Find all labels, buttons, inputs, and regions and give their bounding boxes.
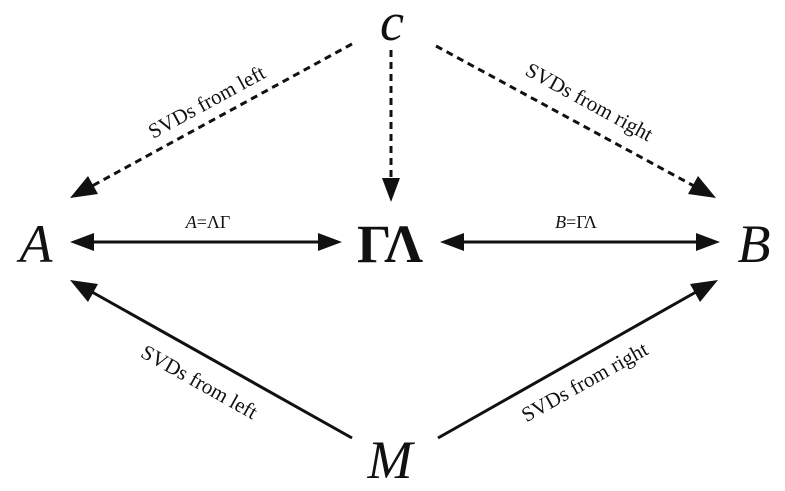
- node-b: B: [738, 214, 771, 274]
- node-a: A: [17, 214, 54, 274]
- arrow-c-to-gamma-lambda: [382, 50, 400, 202]
- label-a-equation: A=ΛΓ: [185, 212, 231, 232]
- node-c: c: [380, 0, 404, 52]
- label-b-equation-rhs: =ΓΛ: [566, 212, 597, 232]
- arrow-gamma-lambda-b: [440, 233, 720, 251]
- label-a-equation-var: A: [185, 212, 198, 232]
- node-m: M: [367, 430, 416, 490]
- arrow-c-to-b: [435, 44, 716, 198]
- arrow-m-to-b: [437, 280, 718, 440]
- label-a-equation-rhs: =ΛΓ: [197, 212, 231, 232]
- node-gamma-lambda: ΓΛ: [357, 214, 423, 274]
- label-b-equation: B=ΓΛ: [555, 212, 597, 232]
- arrow-a-gamma-lambda: [70, 233, 342, 251]
- label-b-equation-var: B: [555, 212, 566, 232]
- arrow-c-to-a: [70, 42, 353, 198]
- arrow-m-to-a: [70, 280, 353, 440]
